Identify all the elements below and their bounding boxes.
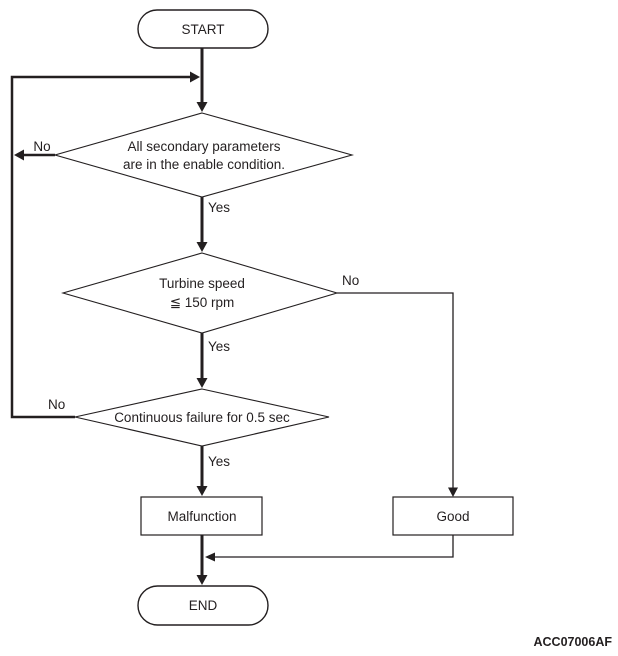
arrowhead-right-mainline [190, 71, 200, 83]
decision1-no-label: No [33, 139, 50, 154]
decision2-text-line2: ≦ 150 rpm [170, 295, 235, 310]
edge-decision3-yes [196, 446, 208, 496]
end-label: END [189, 598, 218, 613]
node-start: START [137, 9, 269, 49]
arrowhead-down-decision2 [196, 242, 208, 252]
decision1-text-line2: are in the enable condition. [123, 157, 285, 172]
arrowhead-down-decision1 [196, 102, 208, 112]
node-good: Good [392, 496, 514, 536]
start-label: START [181, 22, 224, 37]
node-decision-turbine-speed: Turbine speed ≦ 150 rpm [61, 252, 339, 334]
arrowhead-down-end [196, 575, 208, 585]
arrowhead-down-decision3 [196, 378, 208, 388]
figure-code-label: ACC07006AF [533, 635, 612, 649]
decision1-text-line1: All secondary parameters [127, 139, 280, 154]
edge-decision1-yes [196, 197, 208, 252]
node-decision-continuous-failure: Continuous failure for 0.5 sec [74, 388, 330, 447]
arrowhead-left-junction [205, 552, 215, 562]
node-end: END [137, 585, 269, 626]
edge-feedback-loop [10, 71, 200, 419]
arrowhead-down-malfunction [196, 486, 208, 496]
edge-decision1-no [14, 149, 55, 161]
node-malfunction: Malfunction [140, 496, 263, 536]
edge-good-to-junction [205, 535, 454, 562]
edge-malfunction-to-end [196, 535, 208, 585]
arrowhead-down-good [448, 487, 458, 497]
decision2-no-label: No [342, 273, 359, 288]
decision3-no-label: No [48, 397, 65, 412]
edge-decision2-yes [196, 333, 208, 388]
good-label: Good [436, 509, 469, 524]
decision3-yes-label: Yes [208, 454, 230, 469]
decision2-yes-label: Yes [208, 339, 230, 354]
decision3-text: Continuous failure for 0.5 sec [114, 410, 290, 425]
edge-start-to-decision1 [196, 48, 208, 112]
decision2-text-line1: Turbine speed [159, 276, 245, 291]
decision1-yes-label: Yes [208, 200, 230, 215]
edge-decision2-no [337, 292, 458, 497]
malfunction-label: Malfunction [167, 509, 236, 524]
node-decision-secondary-parameters: All secondary parameters are in the enab… [52, 112, 355, 198]
arrowhead-left-feedback [14, 149, 24, 161]
